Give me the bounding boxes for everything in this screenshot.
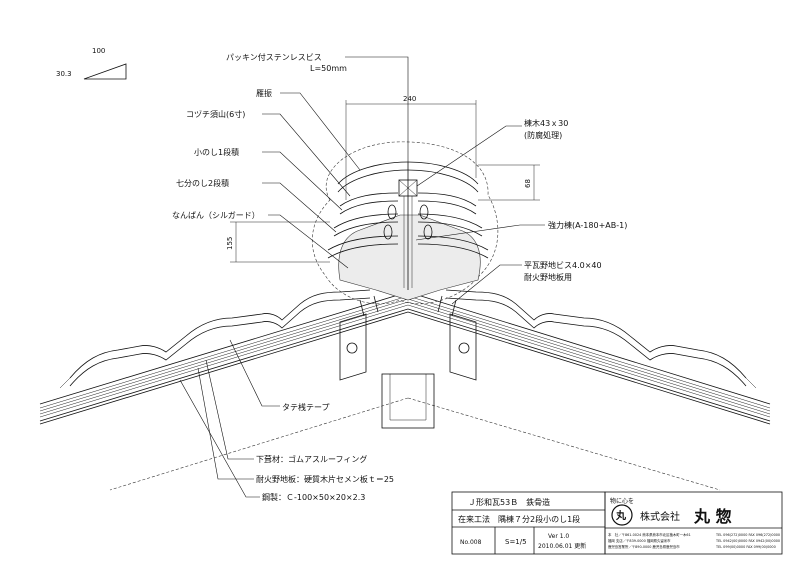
tb-phone-1: TEL 096(272)0000 FAX 096(272)0000 (715, 533, 780, 537)
label-kouzai: 鋼製：Ｃ-100×50×20×2.3 (262, 492, 365, 502)
label-hiragawara-screw: 平瓦野地ビス4.0×40 (524, 260, 602, 270)
tb-address-3: 鹿児島営業所／〒890-0000 鹿児島県鹿児島市 (608, 544, 680, 549)
roof-tiles-left (59, 289, 371, 389)
label-tape: タテ桟テープ (282, 402, 330, 412)
tb-phone-3: TEL 099(00)0000 FAX 099(00)0000 (715, 545, 776, 549)
label-kozuchi: コヅチ須山(6寸) (186, 109, 245, 119)
roof-left-slope (39, 291, 409, 425)
dimension-height-right: 68 (478, 164, 540, 201)
roof-right-slope (407, 291, 771, 425)
tb-row1: Ｊ形和瓦53Ｂ 鉄骨造 (468, 497, 550, 507)
steel-channels (339, 313, 477, 429)
label-kyoryoku: 強力棟(A-180+AB-1) (548, 220, 627, 230)
title-block: Ｊ形和瓦53Ｂ 鉄骨造 在来工法 隅棟７分2段小のし1段 No.008 S=1/… (451, 491, 783, 555)
tb-ver: Ver 1.0 (548, 533, 569, 540)
tb-scale: S=1/5 (505, 538, 527, 546)
tb-address-1: 本 社／〒861-0024 熊本県熊本市北区植木町一木61 (608, 532, 691, 537)
label-shichibu: 七分のし2段積 (176, 178, 229, 188)
tb-phone-2: TEL 0942(00)0000 FAX 0942(00)0000 (715, 539, 780, 543)
label-munagi: 棟木43ｘ30 (524, 118, 568, 128)
label-gangiri: 雁振 (256, 88, 272, 98)
tb-slogan: 物に心を (610, 497, 634, 505)
label-screw-length: L=50mm (310, 64, 347, 73)
ridge-assembly (312, 141, 499, 317)
dim-68: 68 (524, 179, 532, 188)
dim-240: 240 (403, 95, 416, 103)
label-nojiita: 耐火野地板：硬質木片セメン板ｔ＝25 (256, 474, 394, 484)
logo-char: 丸 (615, 509, 627, 522)
label-shitabuki: 下葺材：ゴムアスルーフィング (256, 454, 367, 464)
slope-indicator: 100 30.3 (56, 47, 127, 80)
label-munagi-note: (防腐処理) (524, 130, 562, 140)
tb-no: No.008 (460, 539, 482, 546)
label-nanban: なんばん（シルガード） (172, 210, 260, 220)
label-konoshi: 小のし1段積 (194, 147, 239, 157)
dim-155: 155 (226, 237, 234, 250)
tb-company-name: 丸 惣 (693, 507, 732, 526)
tb-row2: 在来工法 隅棟７分2段小のし1段 (458, 514, 580, 524)
hidden-lines (109, 397, 721, 491)
dimension-height-left: 155 (226, 221, 330, 263)
tb-date: 2010.06.01 更新 (538, 542, 586, 550)
tb-address-2: 福岡 支店／〒839-0000 福岡県久留米市 (608, 538, 671, 543)
slope-triangle (83, 63, 127, 80)
label-screw: パッキン付ステンレスビス (226, 52, 322, 62)
label-hiragawara-note: 耐火野地板用 (524, 272, 572, 282)
company-logo (611, 504, 633, 526)
roof-tiles-right (445, 289, 757, 389)
tb-company: 株式会社 (640, 510, 680, 523)
callouts: パッキン付ステンレスビス L=50mm 雁振 コヅチ須山(6寸) 小のし1段積 … (172, 52, 627, 502)
slope-rise: 30.3 (56, 70, 72, 78)
dimension-width: 240 (345, 95, 477, 200)
slope-run: 100 (92, 47, 105, 55)
